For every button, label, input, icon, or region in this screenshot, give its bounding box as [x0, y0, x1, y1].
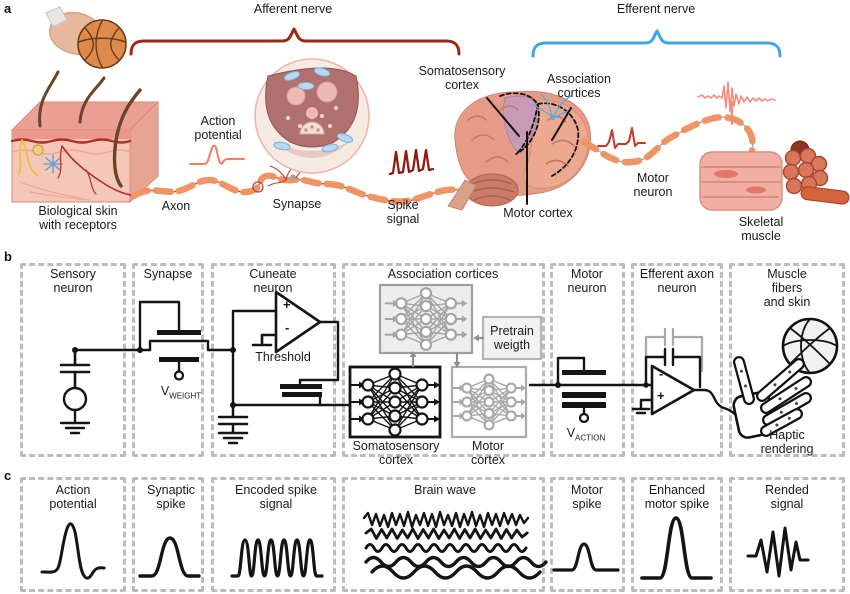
efferent-opamp-minus-sign: - [659, 366, 664, 381]
c-motor-spike-label: Motor spike [571, 483, 603, 511]
v-weight-label: VWEIGHT [160, 384, 202, 401]
motor-neuron-circuit [528, 356, 654, 424]
cortex-network-block [348, 283, 543, 439]
skin-block-icon [10, 70, 160, 204]
cuneate-opamp-plus-sign: + [283, 297, 291, 312]
box-c-synaptic-spike [132, 477, 204, 592]
b-motor-cortex-label: Motor cortex [470, 439, 506, 467]
b-muscle-fibers-label: Muscle fibers and skin [763, 267, 811, 309]
action-potential-label: Action potential [194, 114, 242, 142]
action-potential-wave-icon [189, 144, 245, 165]
panel-a-letter: a [4, 1, 12, 16]
brain-icon [447, 90, 592, 211]
box-b-cuneate-neuron [211, 263, 336, 457]
threshold-label: Threshold [255, 350, 311, 364]
skeletal-muscle-label: Skeletal muscle [738, 215, 784, 243]
c-rended-signal-label: Rended signal [765, 483, 809, 511]
synapse-circuit [137, 300, 235, 381]
box-c-enhanced-spike [631, 477, 723, 592]
b-synapse-label: Synapse [143, 267, 193, 281]
sensory-neuron-circuit [59, 347, 152, 435]
efferent-brace-icon [531, 29, 782, 58]
afferent-brace-icon [129, 27, 461, 56]
b-efferent-axon-label: Efferent axon neuron [639, 267, 715, 295]
afferent-nerve-label: Afferent nerve [253, 2, 333, 16]
efferent-axon-circuit [631, 327, 744, 420]
association-cortices-label: Association cortices [547, 72, 611, 100]
robotic-hand-icon [732, 317, 839, 439]
c-brain-wave-label: Brain wave [414, 483, 476, 497]
c-synaptic-spike-label: Synaptic spike [147, 483, 195, 511]
hand-basketball-icon [45, 6, 127, 69]
c-motor-spike-wave [552, 542, 620, 572]
box-b-muscle-fibers [729, 263, 845, 457]
v-action-label: VACTION [566, 426, 606, 443]
synapse-label: Synapse [272, 197, 322, 211]
motor-cortex-label: Motor cortex [503, 206, 573, 220]
box-c-encoded-spike [211, 477, 336, 592]
b-motor-neuron-label: Motor neuron [567, 267, 607, 295]
panel-c-letter: c [4, 468, 12, 483]
b-association-cortices-label: Association cortices [387, 267, 499, 281]
box-b-association [342, 263, 545, 457]
motor-neuron-label: Motor neuron [633, 171, 673, 199]
c-enhanced-spike-wave [640, 516, 713, 580]
emg-wave-icon [697, 81, 776, 125]
box-c-motor-spike [550, 477, 625, 592]
pretrain-weight-label: Pretrain weigth [490, 324, 534, 352]
somatosensory-cortex-label: Somatosensory cortex [418, 64, 506, 92]
skeletal-muscle-icon [699, 140, 850, 211]
box-b-synapse [132, 263, 204, 457]
box-b-sensory-neuron [20, 263, 126, 457]
synapse-bulb-icon [254, 58, 370, 174]
box-c-brain-wave [342, 477, 545, 592]
c-action-potential-label: Action potential [49, 483, 97, 511]
panel-b-letter: b [4, 249, 12, 264]
b-somatosensory-cortex-label: Somatosensory cortex [352, 439, 440, 467]
efferent-nerve-label: Efferent nerve [616, 2, 696, 16]
b-cuneate-neuron-label: Cuneate neuron [249, 267, 297, 295]
c-enhanced-spike-label: Enhanced motor spike [644, 483, 710, 511]
c-action-potential-wave [40, 522, 106, 580]
haptic-rendering-label: Haptic rendering [760, 428, 814, 456]
biological-skin-label: Biological skin with receptors [38, 204, 118, 232]
c-synaptic-spike-wave [138, 536, 201, 578]
c-encoded-spike-wave [230, 538, 324, 578]
motor-spike-wave-icon [597, 127, 646, 149]
cuneate-opamp-minus-sign: - [285, 320, 290, 335]
box-c-rended-signal [729, 477, 845, 592]
c-rended-signal-wave [746, 526, 810, 578]
efferent-opamp-plus-sign: + [657, 388, 665, 403]
axon-label: Axon [161, 199, 191, 213]
cuneate-neuron-circuit [217, 290, 354, 445]
c-brain-wave [362, 510, 548, 580]
spike-signal-wave-icon [388, 148, 435, 176]
box-b-efferent-axon [631, 263, 723, 457]
box-c-action-potential [20, 477, 126, 592]
spike-signal-label: Spike signal [386, 198, 420, 226]
box-b-motor-neuron [550, 263, 625, 457]
b-sensory-neuron-label: Sensory neuron [50, 267, 96, 295]
c-encoded-spike-label: Encoded spike signal [234, 483, 318, 511]
